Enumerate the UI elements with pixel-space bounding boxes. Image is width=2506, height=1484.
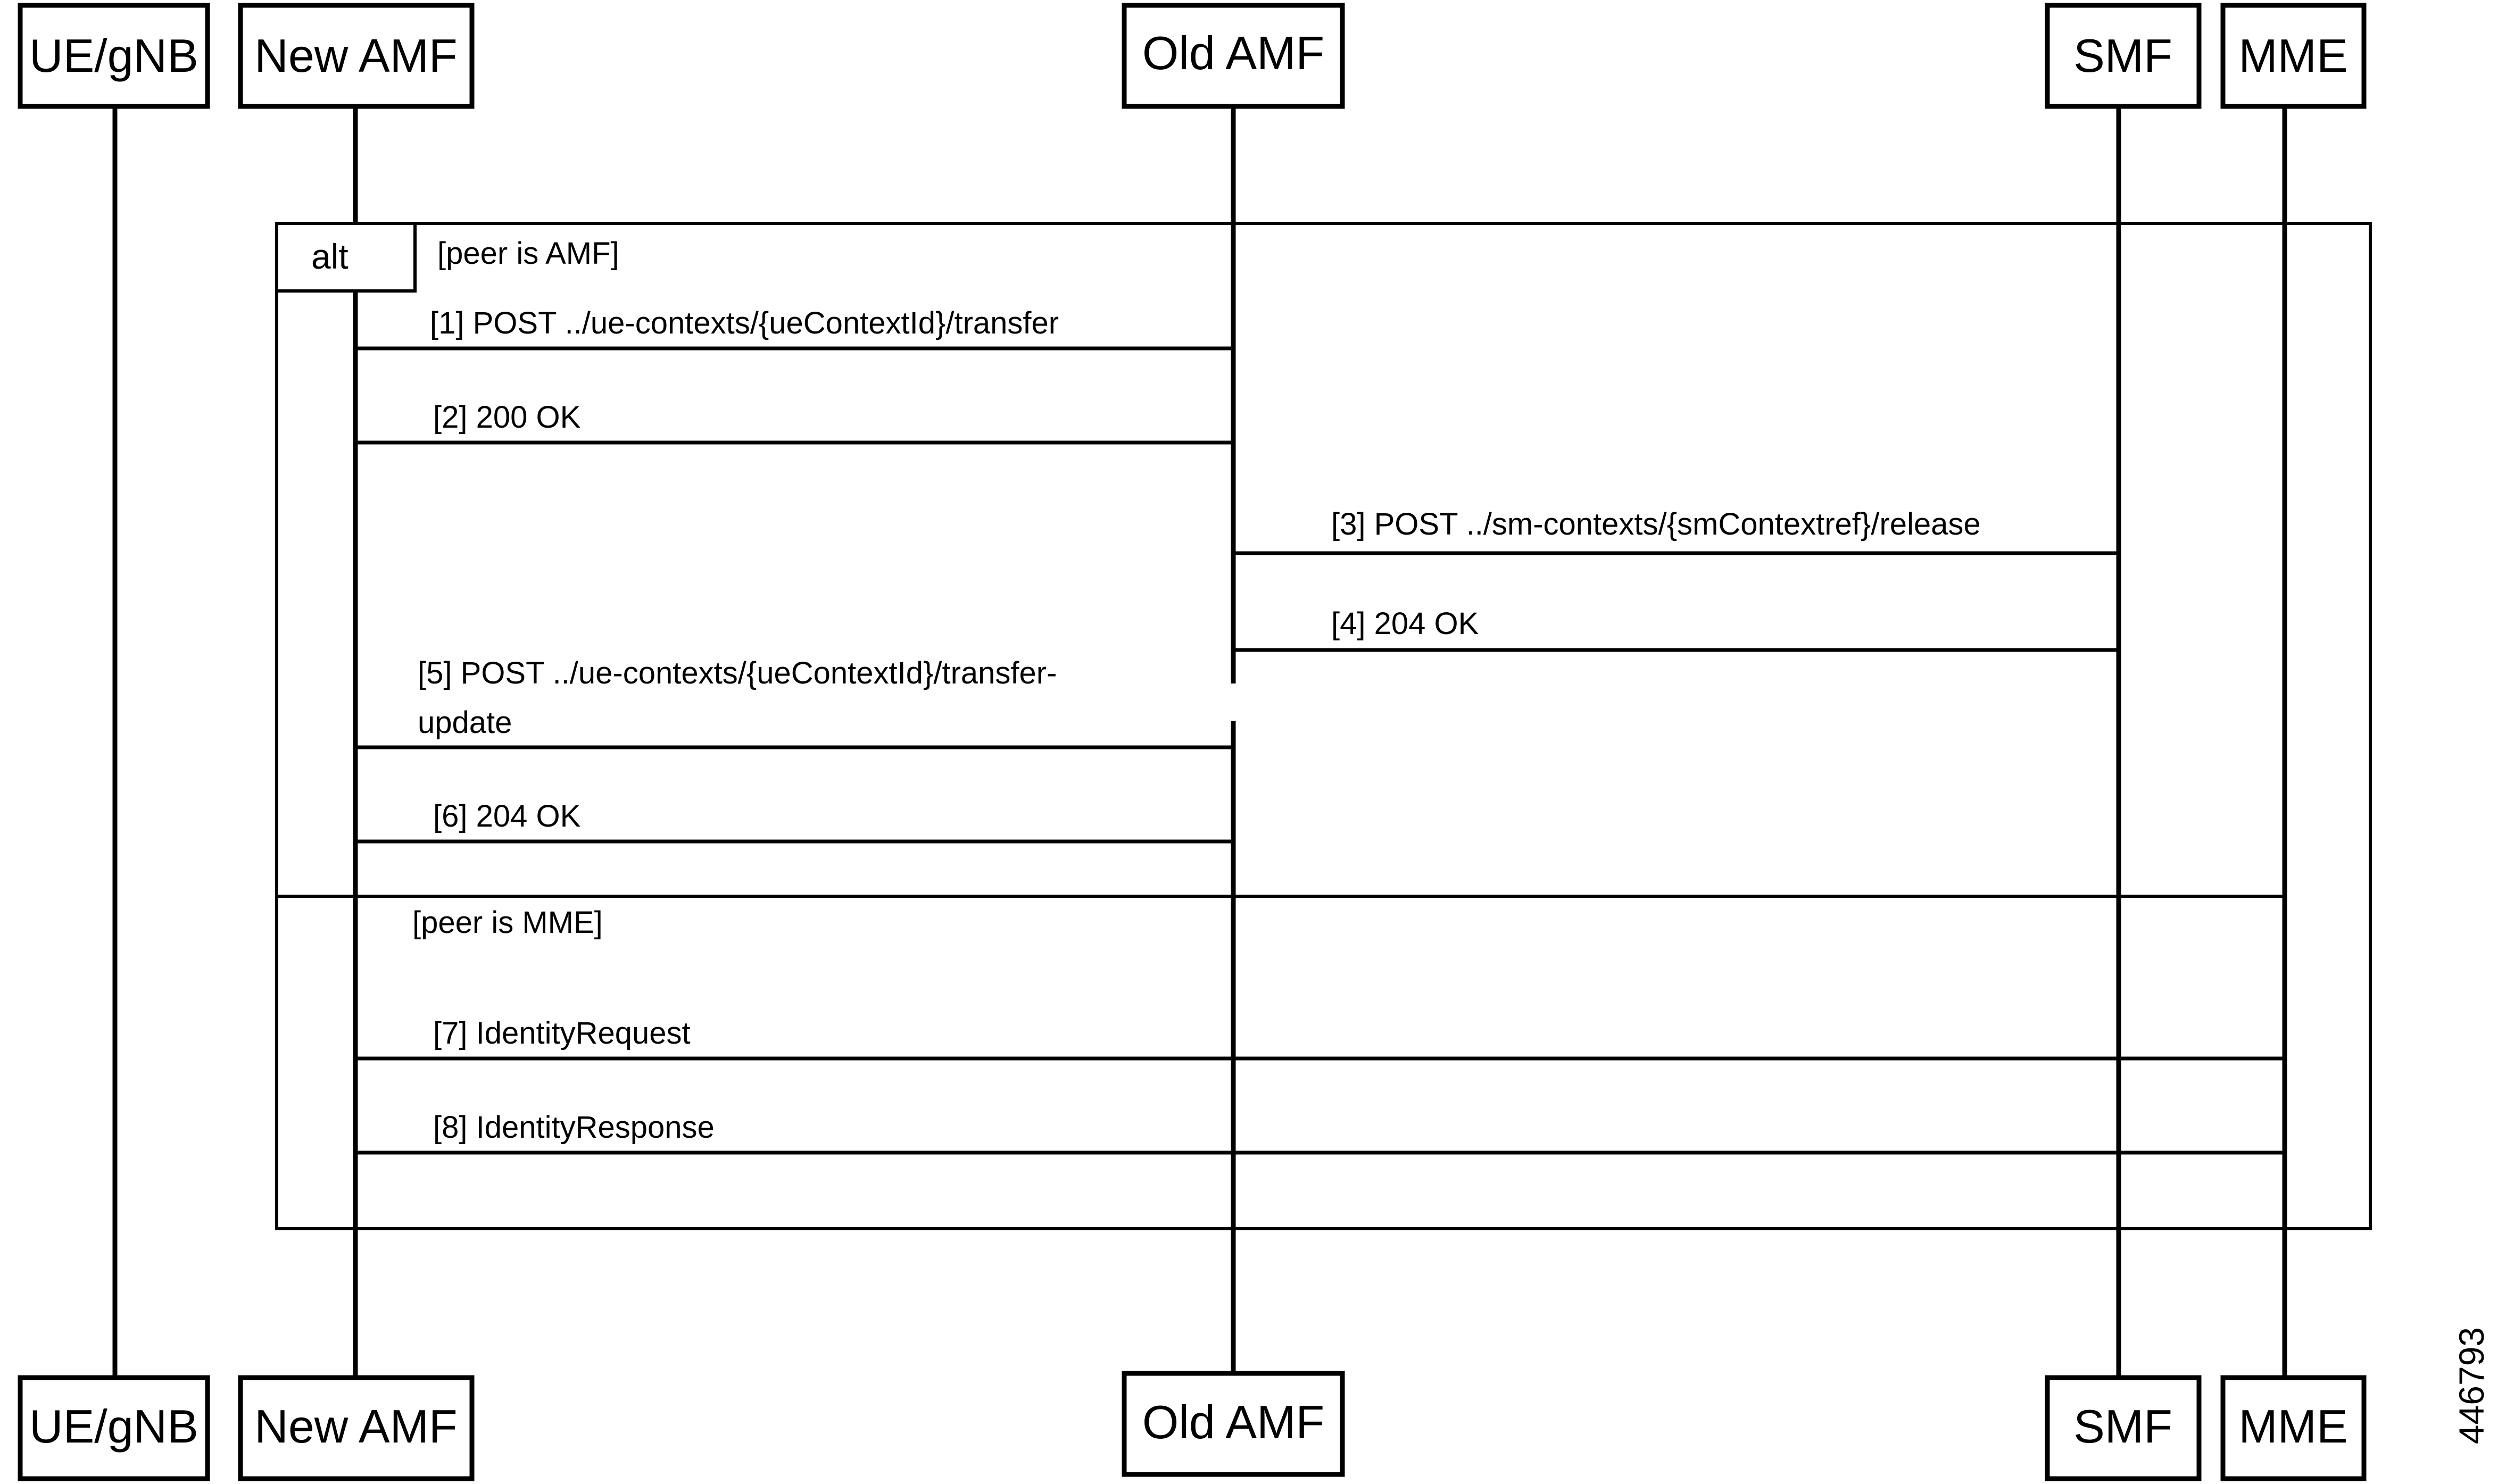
message-2-label: [2] 200 OK — [433, 400, 581, 435]
actor-box-old-amf-top — [1122, 3, 1345, 109]
message-1-label: [1] POST ../ue-contexts/{ueContextId}/tr… — [430, 306, 1059, 340]
lifelines — [112, 106, 2287, 1378]
actor-new-amf-bottom: New AMF — [254, 1400, 457, 1453]
actor-smf-bottom: SMF — [2073, 1400, 2172, 1453]
alt-fragment — [275, 222, 2372, 1230]
message-4-label: [4] 204 OK — [1331, 606, 1479, 641]
actor-box-ue-gnb-bottom — [18, 1375, 210, 1481]
messages — [355, 346, 2285, 1155]
actor-smf-top: SMF — [2073, 29, 2172, 82]
alt-frame — [275, 222, 2372, 1230]
actor-old-amf-bottom: Old AMF — [1142, 1396, 1324, 1448]
actor-mme-bottom: MME — [2238, 1400, 2347, 1453]
actor-box-smf-top — [2045, 3, 2202, 109]
actor-box-ue-gnb-top — [18, 3, 210, 109]
message-6-label: [6] 204 OK — [433, 799, 581, 833]
message-8-label: [8] IdentityResponse — [433, 1110, 715, 1145]
message-5-label-line2: update — [418, 705, 512, 740]
actor-ue-gnb-top: UE/gNB — [29, 29, 198, 82]
actor-box-old-amf-bottom — [1122, 1371, 1345, 1477]
alt-operator-box — [275, 222, 417, 293]
alt-operator-label: alt — [311, 237, 348, 276]
message-7-label: [7] IdentityRequest — [433, 1016, 691, 1051]
actor-mme-top: MME — [2238, 29, 2347, 82]
message-3-label: [3] POST ../sm-contexts/{smContextref}/r… — [1331, 507, 1981, 541]
figure-id: 446793 — [2452, 1327, 2491, 1444]
actor-box-mme-top — [2220, 3, 2367, 109]
actor-ue-gnb-bottom: UE/gNB — [29, 1400, 198, 1453]
actor-boxes-bottom — [18, 1371, 2367, 1481]
actor-old-amf-top: Old AMF — [1142, 27, 1324, 79]
actor-boxes-top — [18, 3, 2367, 109]
actor-box-smf-bottom — [2045, 1375, 2202, 1481]
guard-peer-amf: [peer is AMF] — [437, 236, 619, 271]
guard-peer-mme: [peer is MME] — [412, 905, 603, 940]
actor-box-mme-bottom — [2220, 1375, 2367, 1481]
actor-new-amf-top: New AMF — [254, 29, 457, 82]
message-5-label-line1: [5] POST ../ue-contexts/{ueContextId}/tr… — [418, 656, 1057, 690]
actor-box-new-amf-top — [238, 3, 475, 109]
actor-box-new-amf-bottom — [238, 1375, 475, 1481]
